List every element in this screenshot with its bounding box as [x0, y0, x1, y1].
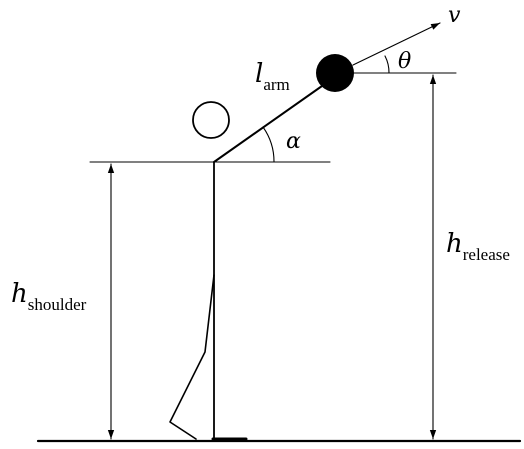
rear-leg [169, 274, 215, 440]
theta-label: θ [398, 49, 411, 74]
ball [316, 54, 354, 92]
throwing-arm [213, 85, 323, 163]
shoulder-height-label: hshoulder [11, 279, 87, 314]
alpha-label: α [286, 129, 301, 154]
theta-angle-arc [384, 55, 390, 74]
release-height-label: hrelease [446, 229, 510, 264]
head [192, 101, 230, 139]
velocity-label: v [448, 3, 461, 28]
velocity-arrow [352, 22, 441, 66]
stick-figure [169, 85, 323, 442]
arm-length-label: larm [255, 59, 290, 94]
alpha-angle-arc [262, 126, 275, 163]
